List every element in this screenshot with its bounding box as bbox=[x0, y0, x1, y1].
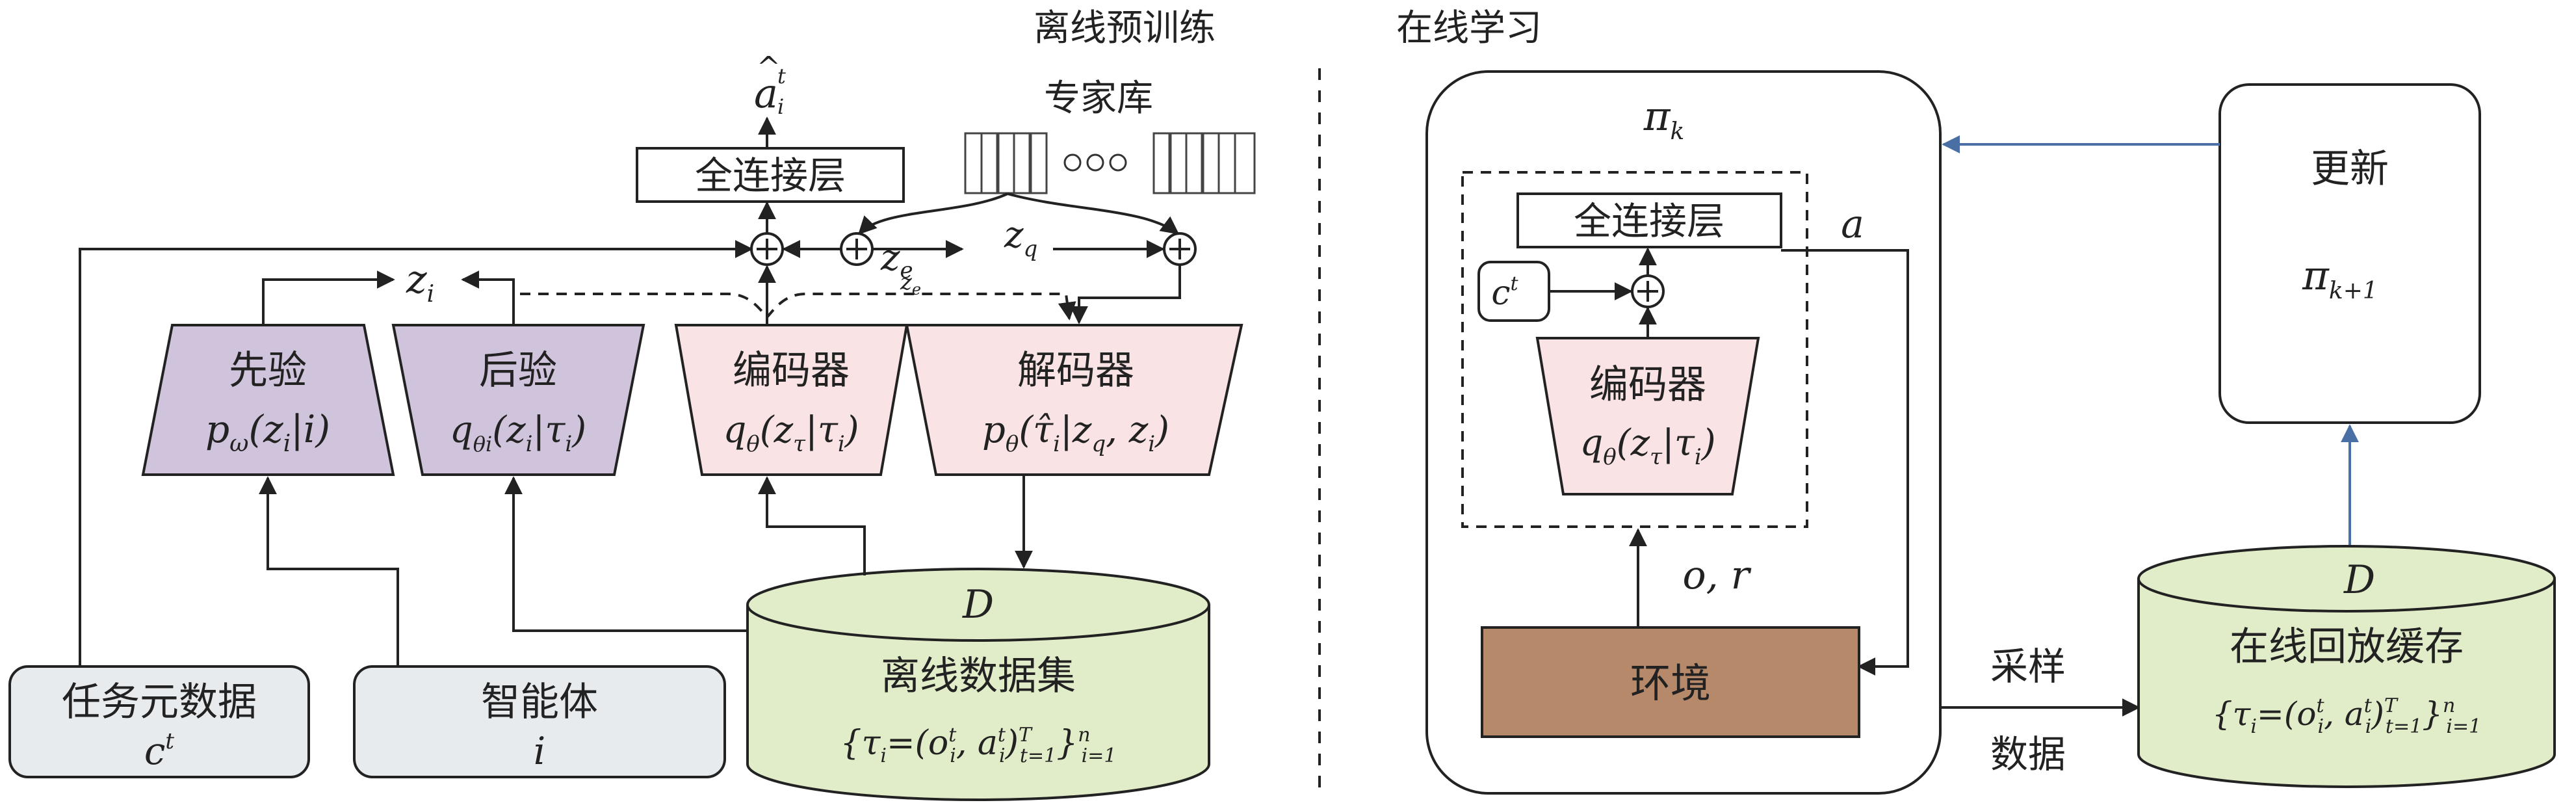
predicted-action-label: a ^ t i bbox=[754, 51, 786, 119]
action-label: a bbox=[1841, 202, 1864, 247]
offline-dataset-cylinder bbox=[746, 568, 1210, 801]
task-meta-box bbox=[8, 665, 310, 778]
sum-node-2 bbox=[840, 232, 874, 266]
policy-label: πk bbox=[1643, 92, 1685, 145]
online-encoder-block bbox=[1535, 337, 1760, 495]
obs-reward-label: o, r bbox=[1683, 553, 1752, 598]
posterior-formula: qθi(zi|τi) bbox=[450, 409, 586, 457]
offline-dataset-var: D bbox=[962, 582, 994, 627]
prior-to-zi-arrow bbox=[262, 271, 395, 325]
svg-text:t: t bbox=[777, 64, 786, 88]
online-buffer-var: D bbox=[2343, 557, 2375, 603]
task-meta-to-sum1-line bbox=[79, 240, 753, 666]
prior-formula: pω(zi|i) bbox=[205, 407, 330, 457]
agent-box bbox=[353, 665, 726, 778]
sample-label-top: 采样 bbox=[1990, 644, 2066, 689]
zq-label: zq bbox=[1004, 214, 1037, 262]
task-meta-var: ct bbox=[144, 728, 174, 773]
prior-block bbox=[141, 324, 395, 476]
online-encoder-formula: qθ(zτ|τi) bbox=[1580, 422, 1715, 470]
decoder-formula: pθ(τ̂i|zq, zi) bbox=[982, 409, 1169, 457]
online-fc-layer-box bbox=[1516, 192, 1782, 248]
posterior-title: 后验 bbox=[479, 348, 557, 393]
fc-layer-label: 全连接层 bbox=[695, 153, 846, 198]
encoder-title: 编码器 bbox=[733, 348, 850, 393]
svg-text:i: i bbox=[777, 94, 784, 119]
agent-var: i bbox=[534, 729, 546, 773]
decoder-block bbox=[905, 324, 1243, 476]
posterior-block bbox=[391, 324, 645, 476]
posterior-to-zi-arrow bbox=[461, 271, 515, 325]
online-buffer-label: 在线回放缓存 bbox=[2230, 624, 2464, 670]
sum-node-1 bbox=[750, 232, 784, 266]
sample-label-bottom: 数据 bbox=[1990, 732, 2066, 776]
expert-codebook bbox=[964, 132, 1256, 194]
online-fc-layer-label: 全连接层 bbox=[1574, 199, 1724, 243]
offline-section-title: 离线预训练 bbox=[1034, 7, 1216, 49]
environment-box bbox=[1481, 626, 1860, 738]
ze-dashed-line bbox=[520, 293, 1076, 321]
codebook-branch-left bbox=[858, 192, 1008, 235]
svg-text:a: a bbox=[754, 70, 778, 117]
online-buffer-cylinder bbox=[2137, 545, 2556, 788]
ct-label: ct bbox=[1491, 272, 1518, 313]
agent-to-prior-arrow bbox=[259, 476, 399, 666]
expert-library-label: 专家库 bbox=[1044, 77, 1153, 120]
prior-title: 先验 bbox=[229, 348, 307, 393]
encoder-block bbox=[674, 324, 909, 476]
update-title: 更新 bbox=[2311, 146, 2389, 192]
ze-label: ze bbox=[880, 237, 913, 284]
update-box bbox=[2218, 83, 2481, 424]
svg-text:^: ^ bbox=[757, 51, 781, 84]
policy-network-dashed-box bbox=[1461, 171, 1808, 528]
agent-label: 智能体 bbox=[481, 680, 598, 725]
decoder-title: 解码器 bbox=[1017, 348, 1134, 393]
online-encoder-title: 编码器 bbox=[1589, 362, 1706, 408]
update-policy-label: πk+1 bbox=[2302, 252, 2378, 304]
environment-label: 环境 bbox=[1630, 659, 1711, 707]
sum-node-3 bbox=[1163, 232, 1197, 266]
zi-label: zi bbox=[406, 257, 434, 308]
task-meta-label: 任务元数据 bbox=[62, 680, 257, 725]
sum3-to-decoder-line bbox=[1070, 265, 1181, 324]
online-section-title: 在线学习 bbox=[1396, 7, 1542, 49]
dataset-to-posterior-arrow bbox=[504, 476, 748, 632]
encoder-formula: qθ(zτ|τi) bbox=[723, 409, 859, 457]
action-to-environment-line bbox=[1781, 249, 1909, 676]
online-sum-node bbox=[1631, 274, 1665, 308]
ze-small-label: ze bbox=[900, 269, 921, 298]
codebook-branch-right bbox=[1007, 192, 1180, 235]
offline-dataset-label: 离线数据集 bbox=[881, 653, 1076, 699]
dataset-to-encoder-arrow bbox=[758, 476, 866, 575]
